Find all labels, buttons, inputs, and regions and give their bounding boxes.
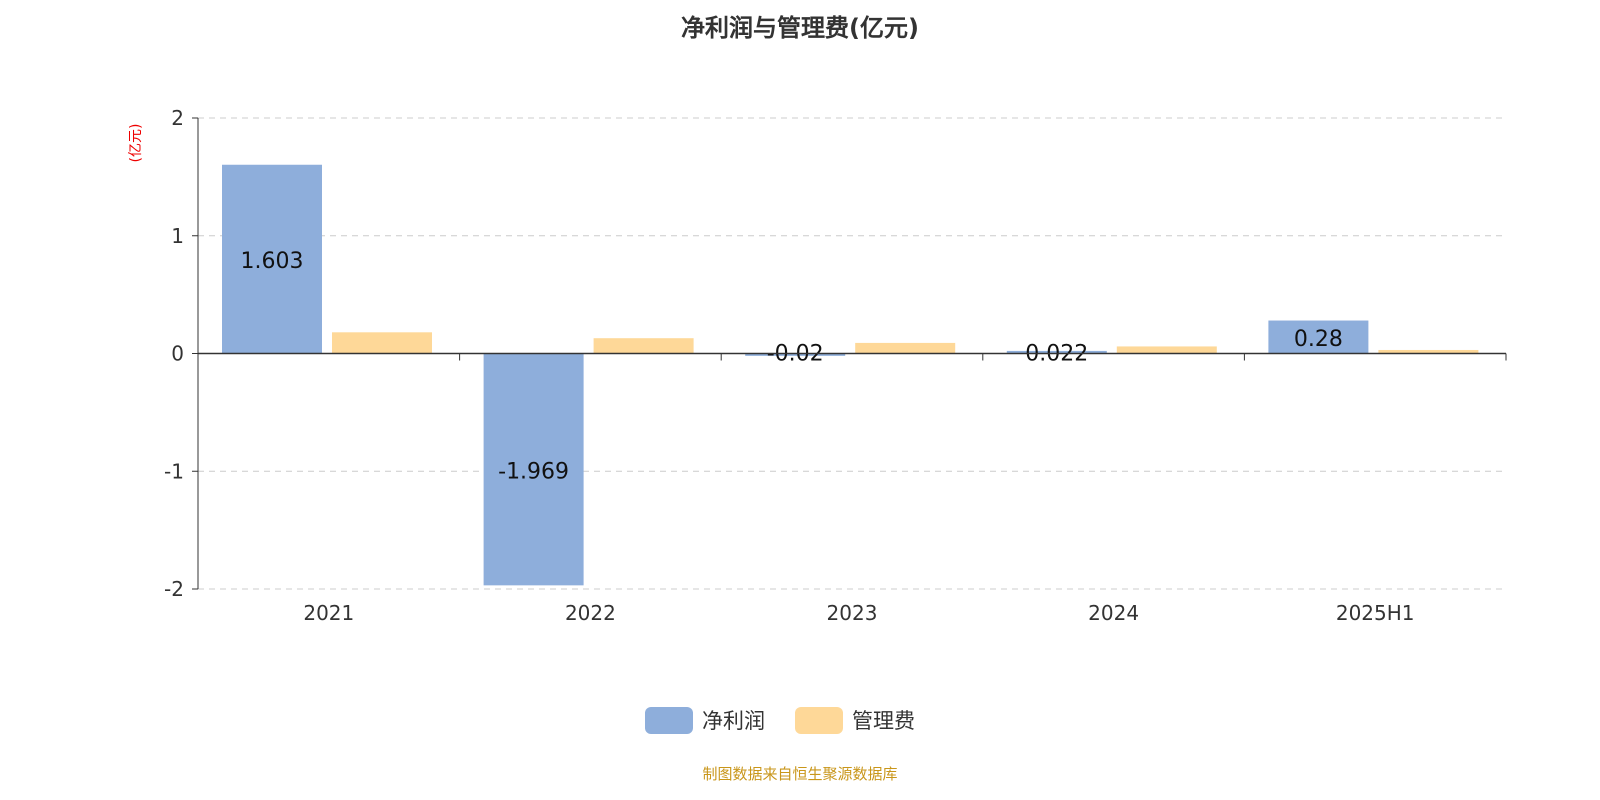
bar-admin-expense[interactable] (1116, 346, 1217, 354)
x-tick-label: 2024 (1088, 601, 1139, 625)
bar-net-profit[interactable] (1268, 320, 1369, 354)
y-tick-label: 1 (171, 224, 184, 248)
bar-net-profit[interactable] (745, 353, 846, 356)
y-tick-label: 2 (171, 106, 184, 130)
x-tick-label: 2021 (303, 601, 354, 625)
bar-admin-expense[interactable] (855, 342, 956, 354)
x-tick-label: 2023 (827, 601, 878, 625)
legend-swatch[interactable] (795, 707, 843, 734)
bar-admin-expense[interactable] (1378, 349, 1479, 354)
source-note: 制图数据来自恒生聚源数据库 (702, 765, 898, 783)
x-tick-label: 2025H1 (1336, 601, 1415, 625)
legend-label[interactable]: 管理费 (852, 709, 915, 733)
bar-net-profit[interactable] (222, 164, 322, 354)
data-label: 0.28 (1294, 327, 1343, 352)
legend-label[interactable]: 净利润 (702, 709, 765, 733)
bar-net-profit[interactable] (1006, 350, 1107, 354)
x-tick-label: 2022 (565, 601, 616, 625)
y-tick-label: -2 (164, 577, 184, 601)
chart-title: 净利润与管理费(亿元) (681, 14, 919, 42)
y-tick-label: 0 (171, 342, 184, 366)
bar-net-profit[interactable] (483, 353, 584, 586)
data-label: -1.969 (498, 459, 569, 484)
bar-admin-expense[interactable] (332, 332, 432, 354)
y-tick-label: -1 (164, 459, 184, 483)
data-label: 1.603 (241, 249, 304, 274)
legend-swatch[interactable] (645, 707, 693, 734)
y-axis-label: (亿元) (128, 124, 144, 163)
bar-admin-expense[interactable] (593, 338, 694, 354)
